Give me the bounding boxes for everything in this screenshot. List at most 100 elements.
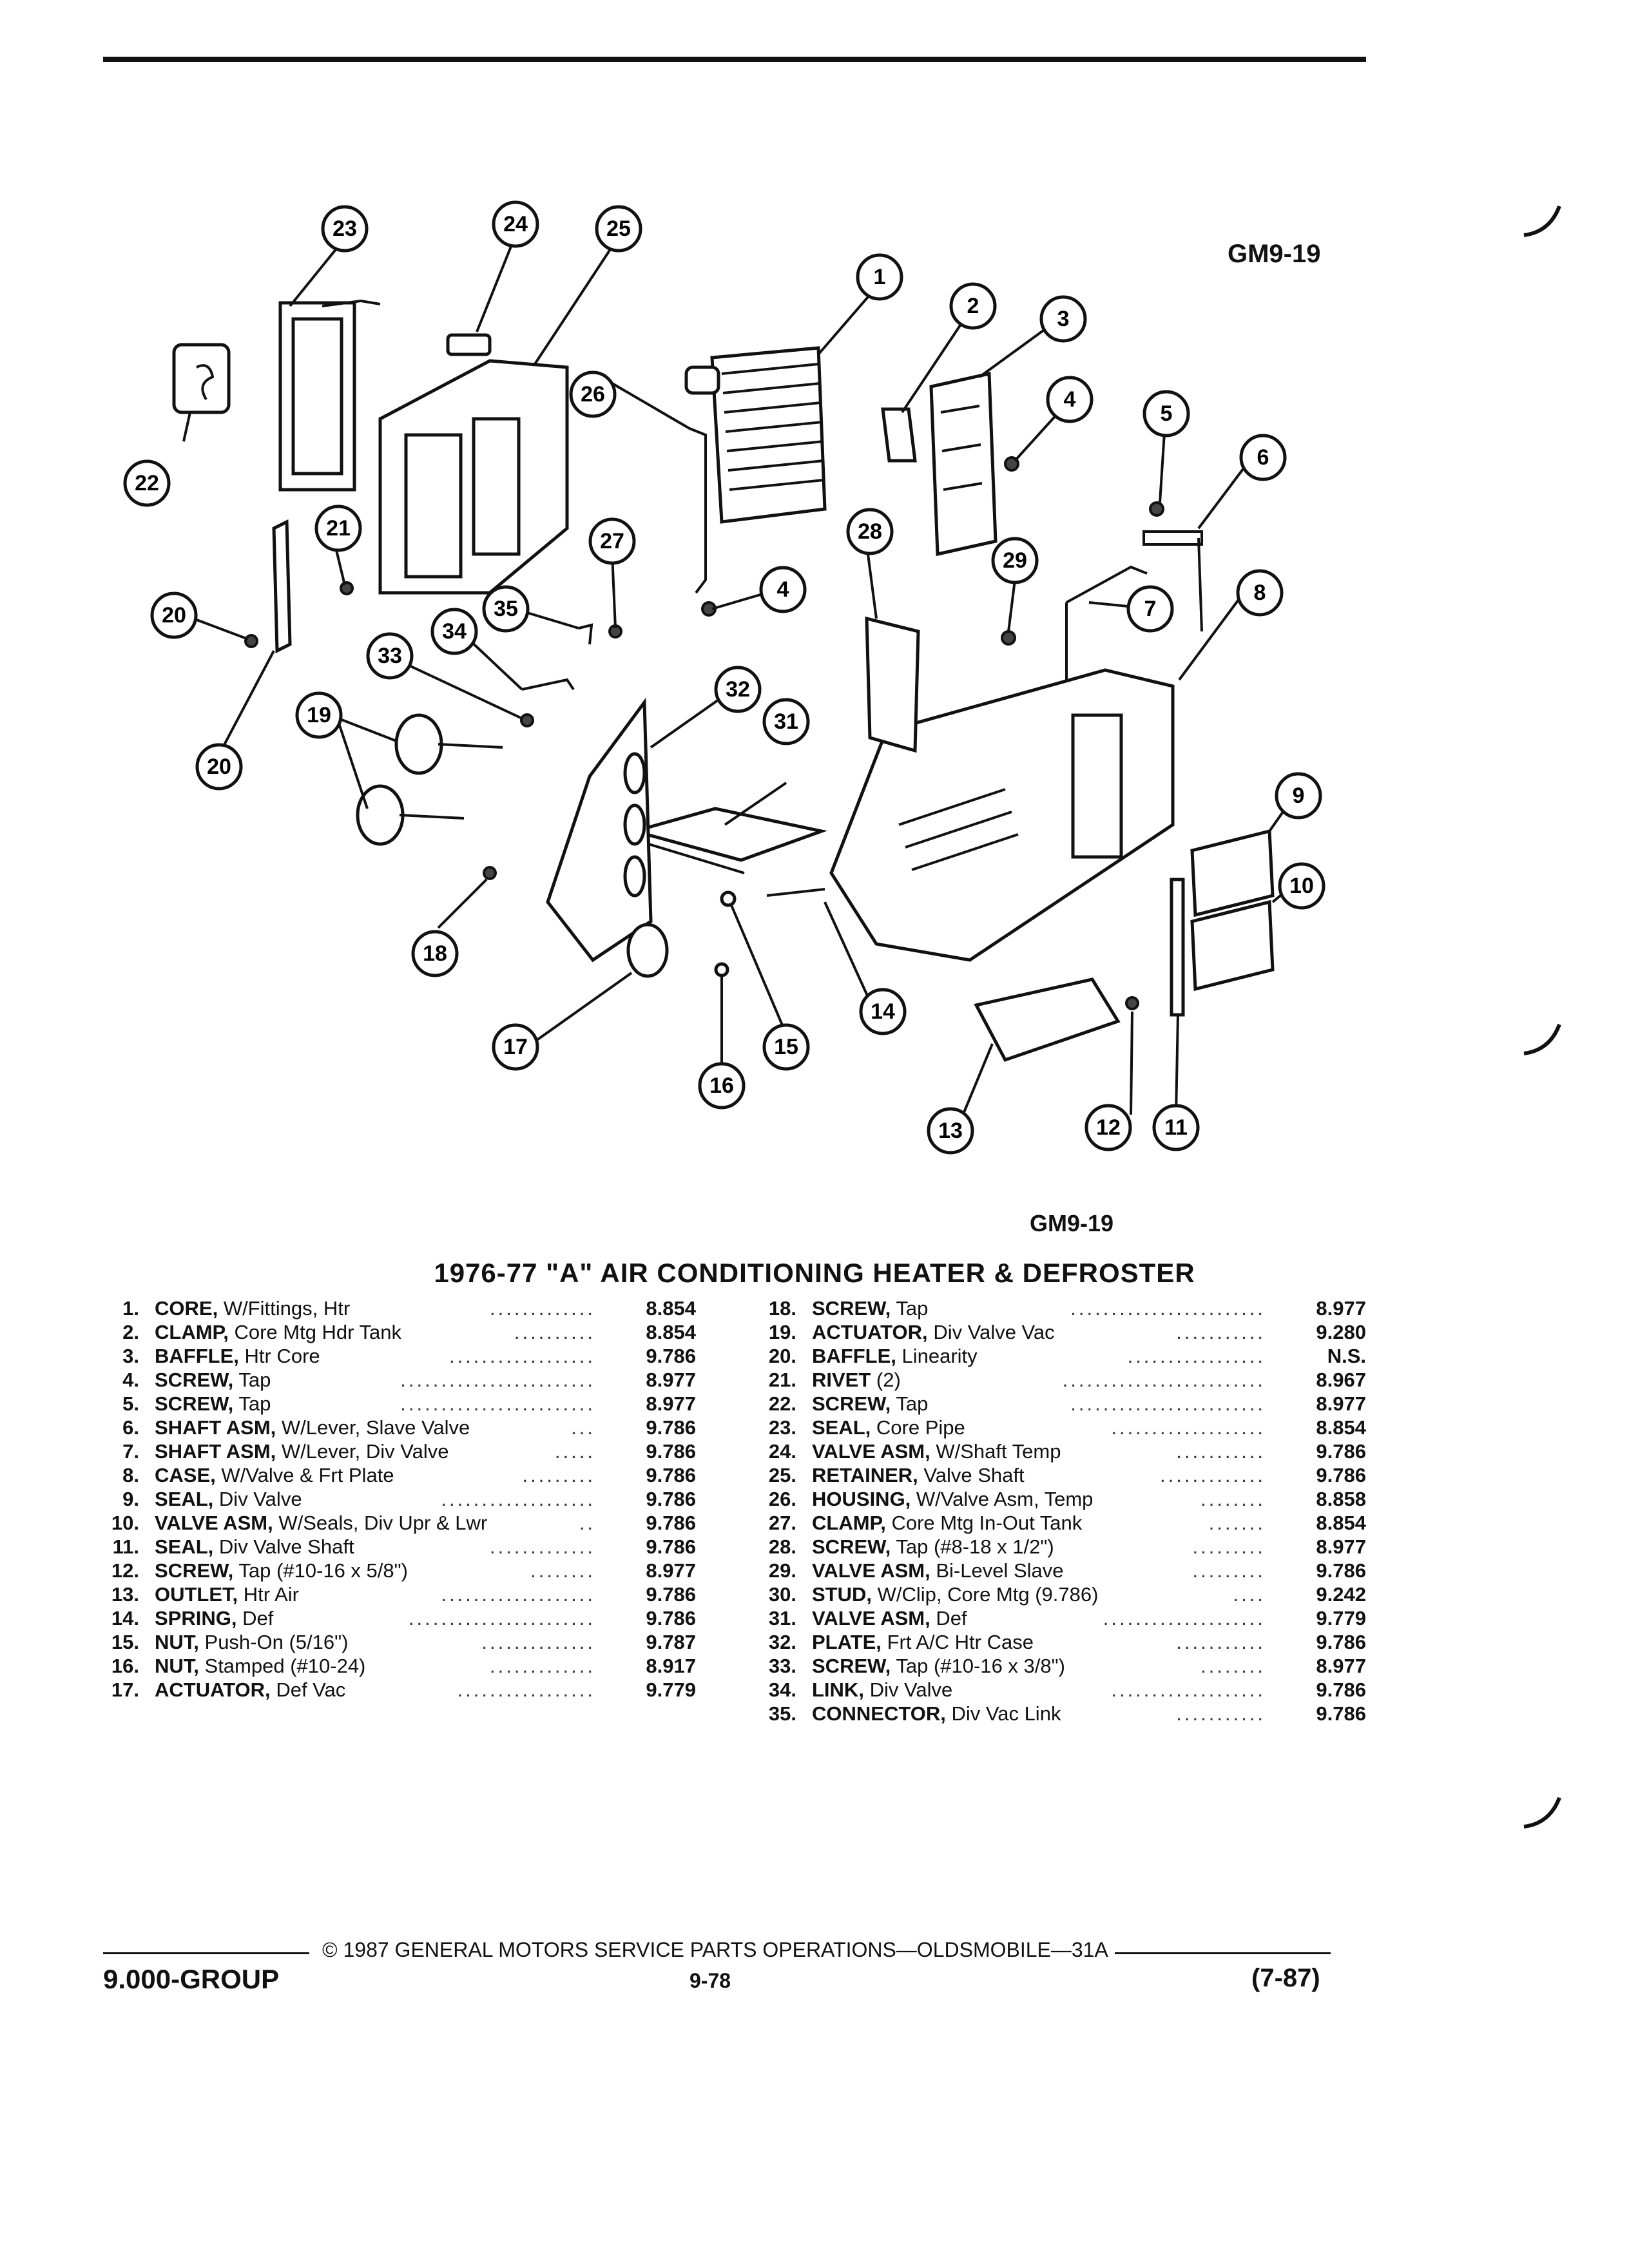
part-group-code: 8.977 bbox=[646, 1392, 696, 1415]
parts-row: 21.RIVET (2).........................8.9… bbox=[747, 1368, 1366, 1392]
part-detail: W/Clip, Core Mtg (9.786) bbox=[877, 1583, 1099, 1606]
callout-21: 20 bbox=[150, 591, 198, 639]
parts-row: 6.SHAFT ASM, W/Lever, Slave Valve...9.78… bbox=[90, 1416, 696, 1439]
part-description: SCREW, Tap (#8-18 x 1/2")......... bbox=[812, 1535, 1276, 1559]
part-detail: Tap (#10-16 x 3/8") bbox=[896, 1655, 1065, 1677]
part-spring bbox=[766, 888, 825, 897]
part-baffle-linearity bbox=[272, 519, 292, 653]
part-name: CONNECTOR, bbox=[812, 1702, 946, 1725]
parts-row: 20.BAFFLE, Linearity.................N.S… bbox=[747, 1344, 1366, 1368]
part-description: SEAL, Div Valve Shaft............. bbox=[155, 1535, 606, 1559]
svg-text:14: 14 bbox=[871, 999, 895, 1024]
part-number: 16. bbox=[111, 1655, 139, 1677]
part-detail: Tap bbox=[896, 1297, 929, 1320]
part-def-valve bbox=[628, 807, 828, 862]
part-name: CLAMP, bbox=[812, 1512, 886, 1534]
part-number: 24. bbox=[768, 1440, 796, 1463]
svg-text:32: 32 bbox=[726, 677, 750, 702]
part-name: SEAL, bbox=[155, 1488, 214, 1510]
part-number: 7. bbox=[122, 1440, 139, 1463]
callout-30: 29 bbox=[991, 537, 1039, 584]
leader-dots: ........................ bbox=[1070, 1297, 1266, 1320]
parts-row: 2.CLAMP, Core Mtg Hdr Tank..........8.85… bbox=[90, 1320, 696, 1344]
parts-row: 1.CORE, W/Fittings, Htr.............8.85… bbox=[90, 1296, 696, 1320]
part-description: BAFFLE, Linearity................. bbox=[812, 1344, 1276, 1368]
part-detail: W/Shaft Temp bbox=[936, 1440, 1061, 1463]
part-group-code: 9.786 bbox=[646, 1607, 696, 1629]
part-name: SEAL, bbox=[155, 1535, 214, 1558]
part-detail: Core Pipe bbox=[876, 1416, 965, 1439]
callout-15: 15 bbox=[762, 1023, 810, 1071]
part-name: SCREW, bbox=[155, 1369, 234, 1391]
part-number: 11. bbox=[112, 1535, 139, 1558]
callout-markers: 23 24 25 1 2 3 4 5 6 22 26 21 27 28 29 7… bbox=[123, 200, 1325, 1155]
leader-dots: ......................... bbox=[1062, 1369, 1266, 1391]
part-detail: Def Vac bbox=[276, 1678, 346, 1701]
callout-4b: 4 bbox=[759, 566, 807, 613]
callout-26: 25 bbox=[595, 205, 642, 253]
part-detail: Core Mtg Hdr Tank bbox=[234, 1321, 402, 1343]
part-group-code: 8.854 bbox=[646, 1321, 696, 1343]
leader-dots: ........... bbox=[1176, 1440, 1266, 1463]
part-detail: W/Lever, Div Valve bbox=[281, 1440, 449, 1463]
parts-list-right: 18.SCREW, Tap........................8.9… bbox=[747, 1296, 1366, 1725]
part-name: SCREW, bbox=[812, 1392, 891, 1415]
part-name: SEAL, bbox=[812, 1416, 871, 1439]
part-group-code: 9.786 bbox=[646, 1416, 696, 1439]
part-group-code: 8.858 bbox=[1316, 1488, 1366, 1510]
part-group-code: 9.786 bbox=[646, 1488, 696, 1510]
parts-row: 22.SCREW, Tap........................8.9… bbox=[747, 1392, 1366, 1416]
part-name: NUT, bbox=[155, 1655, 199, 1677]
part-group-code: 8.854 bbox=[1316, 1512, 1366, 1534]
part-group-code: 9.786 bbox=[1316, 1440, 1366, 1463]
parts-row: 14. SPRING, Def....................... 9.7… bbox=[90, 1606, 696, 1630]
part-number: 29. bbox=[768, 1559, 796, 1582]
part-detail: Div Vac Link bbox=[951, 1702, 1061, 1725]
part-number: 14. bbox=[111, 1607, 139, 1629]
part-outlet bbox=[974, 977, 1121, 1062]
svg-text:25: 25 bbox=[606, 216, 631, 241]
revision-date: (7-87) bbox=[1251, 1964, 1320, 1992]
part-number: 6. bbox=[122, 1416, 139, 1439]
svg-text:6: 6 bbox=[1257, 445, 1269, 470]
parts-row: 17.ACTUATOR, Def Vac.................9.7… bbox=[90, 1678, 696, 1702]
part-group-code: 8.917 bbox=[646, 1655, 696, 1677]
part-detail: Tap bbox=[238, 1392, 271, 1415]
part-name: SCREW, bbox=[155, 1559, 234, 1582]
part-group-code: 9.787 bbox=[646, 1631, 696, 1653]
callout-1: 1 bbox=[856, 253, 903, 301]
part-description: SPRING, Def....................... bbox=[155, 1606, 606, 1630]
leader-dots: ........................ bbox=[400, 1369, 595, 1391]
part-group-code: 8.977 bbox=[646, 1369, 696, 1391]
callout-34: 34 bbox=[430, 608, 478, 655]
svg-text:12: 12 bbox=[1096, 1115, 1121, 1140]
svg-text:20: 20 bbox=[207, 754, 231, 779]
part-name: ACTUATOR, bbox=[155, 1678, 271, 1701]
parts-row: 29.VALVE ASM, Bi-Level Slave.........9.7… bbox=[747, 1559, 1366, 1582]
part-number: 3. bbox=[122, 1345, 139, 1367]
svg-text:5: 5 bbox=[1161, 401, 1173, 426]
part-description: SCREW, Tap........................ bbox=[812, 1392, 1276, 1416]
part-group-code: 9.786 bbox=[646, 1345, 696, 1367]
svg-text:27: 27 bbox=[600, 529, 624, 553]
leader-dots: ........... bbox=[1176, 1321, 1266, 1343]
part-detail: Tap bbox=[896, 1392, 929, 1415]
parts-row: 15.NUT, Push-On (5/16")..............9.7… bbox=[90, 1630, 696, 1654]
part-description: VALVE ASM, W/Shaft Temp........... bbox=[812, 1439, 1276, 1463]
callout-3: 3 bbox=[1039, 295, 1087, 343]
part-number: 2. bbox=[122, 1321, 139, 1343]
part-description: SHAFT ASM, W/Lever, Div Valve..... bbox=[155, 1439, 606, 1463]
part-detail: Valve Shaft bbox=[923, 1464, 1025, 1486]
callout-2: 2 bbox=[949, 282, 997, 330]
svg-text:28: 28 bbox=[858, 519, 882, 544]
parts-row: 7.SHAFT ASM, W/Lever, Div Valve.....9.78… bbox=[90, 1439, 696, 1463]
leader-dots: .. bbox=[579, 1512, 595, 1534]
part-actuator-lower bbox=[356, 784, 405, 846]
callout-4a: 4 bbox=[1046, 376, 1094, 423]
parts-row: 31.VALVE ASM, Def....................9.7… bbox=[747, 1606, 1366, 1630]
leader-dots: .... bbox=[1233, 1583, 1266, 1606]
parts-row: 32.PLATE, Frt A/C Htr Case...........9.7… bbox=[747, 1630, 1366, 1654]
part-group-code: N.S. bbox=[1327, 1345, 1366, 1367]
part-description: SEAL, Core Pipe................... bbox=[812, 1416, 1276, 1439]
part-name: CLAMP, bbox=[155, 1321, 229, 1343]
